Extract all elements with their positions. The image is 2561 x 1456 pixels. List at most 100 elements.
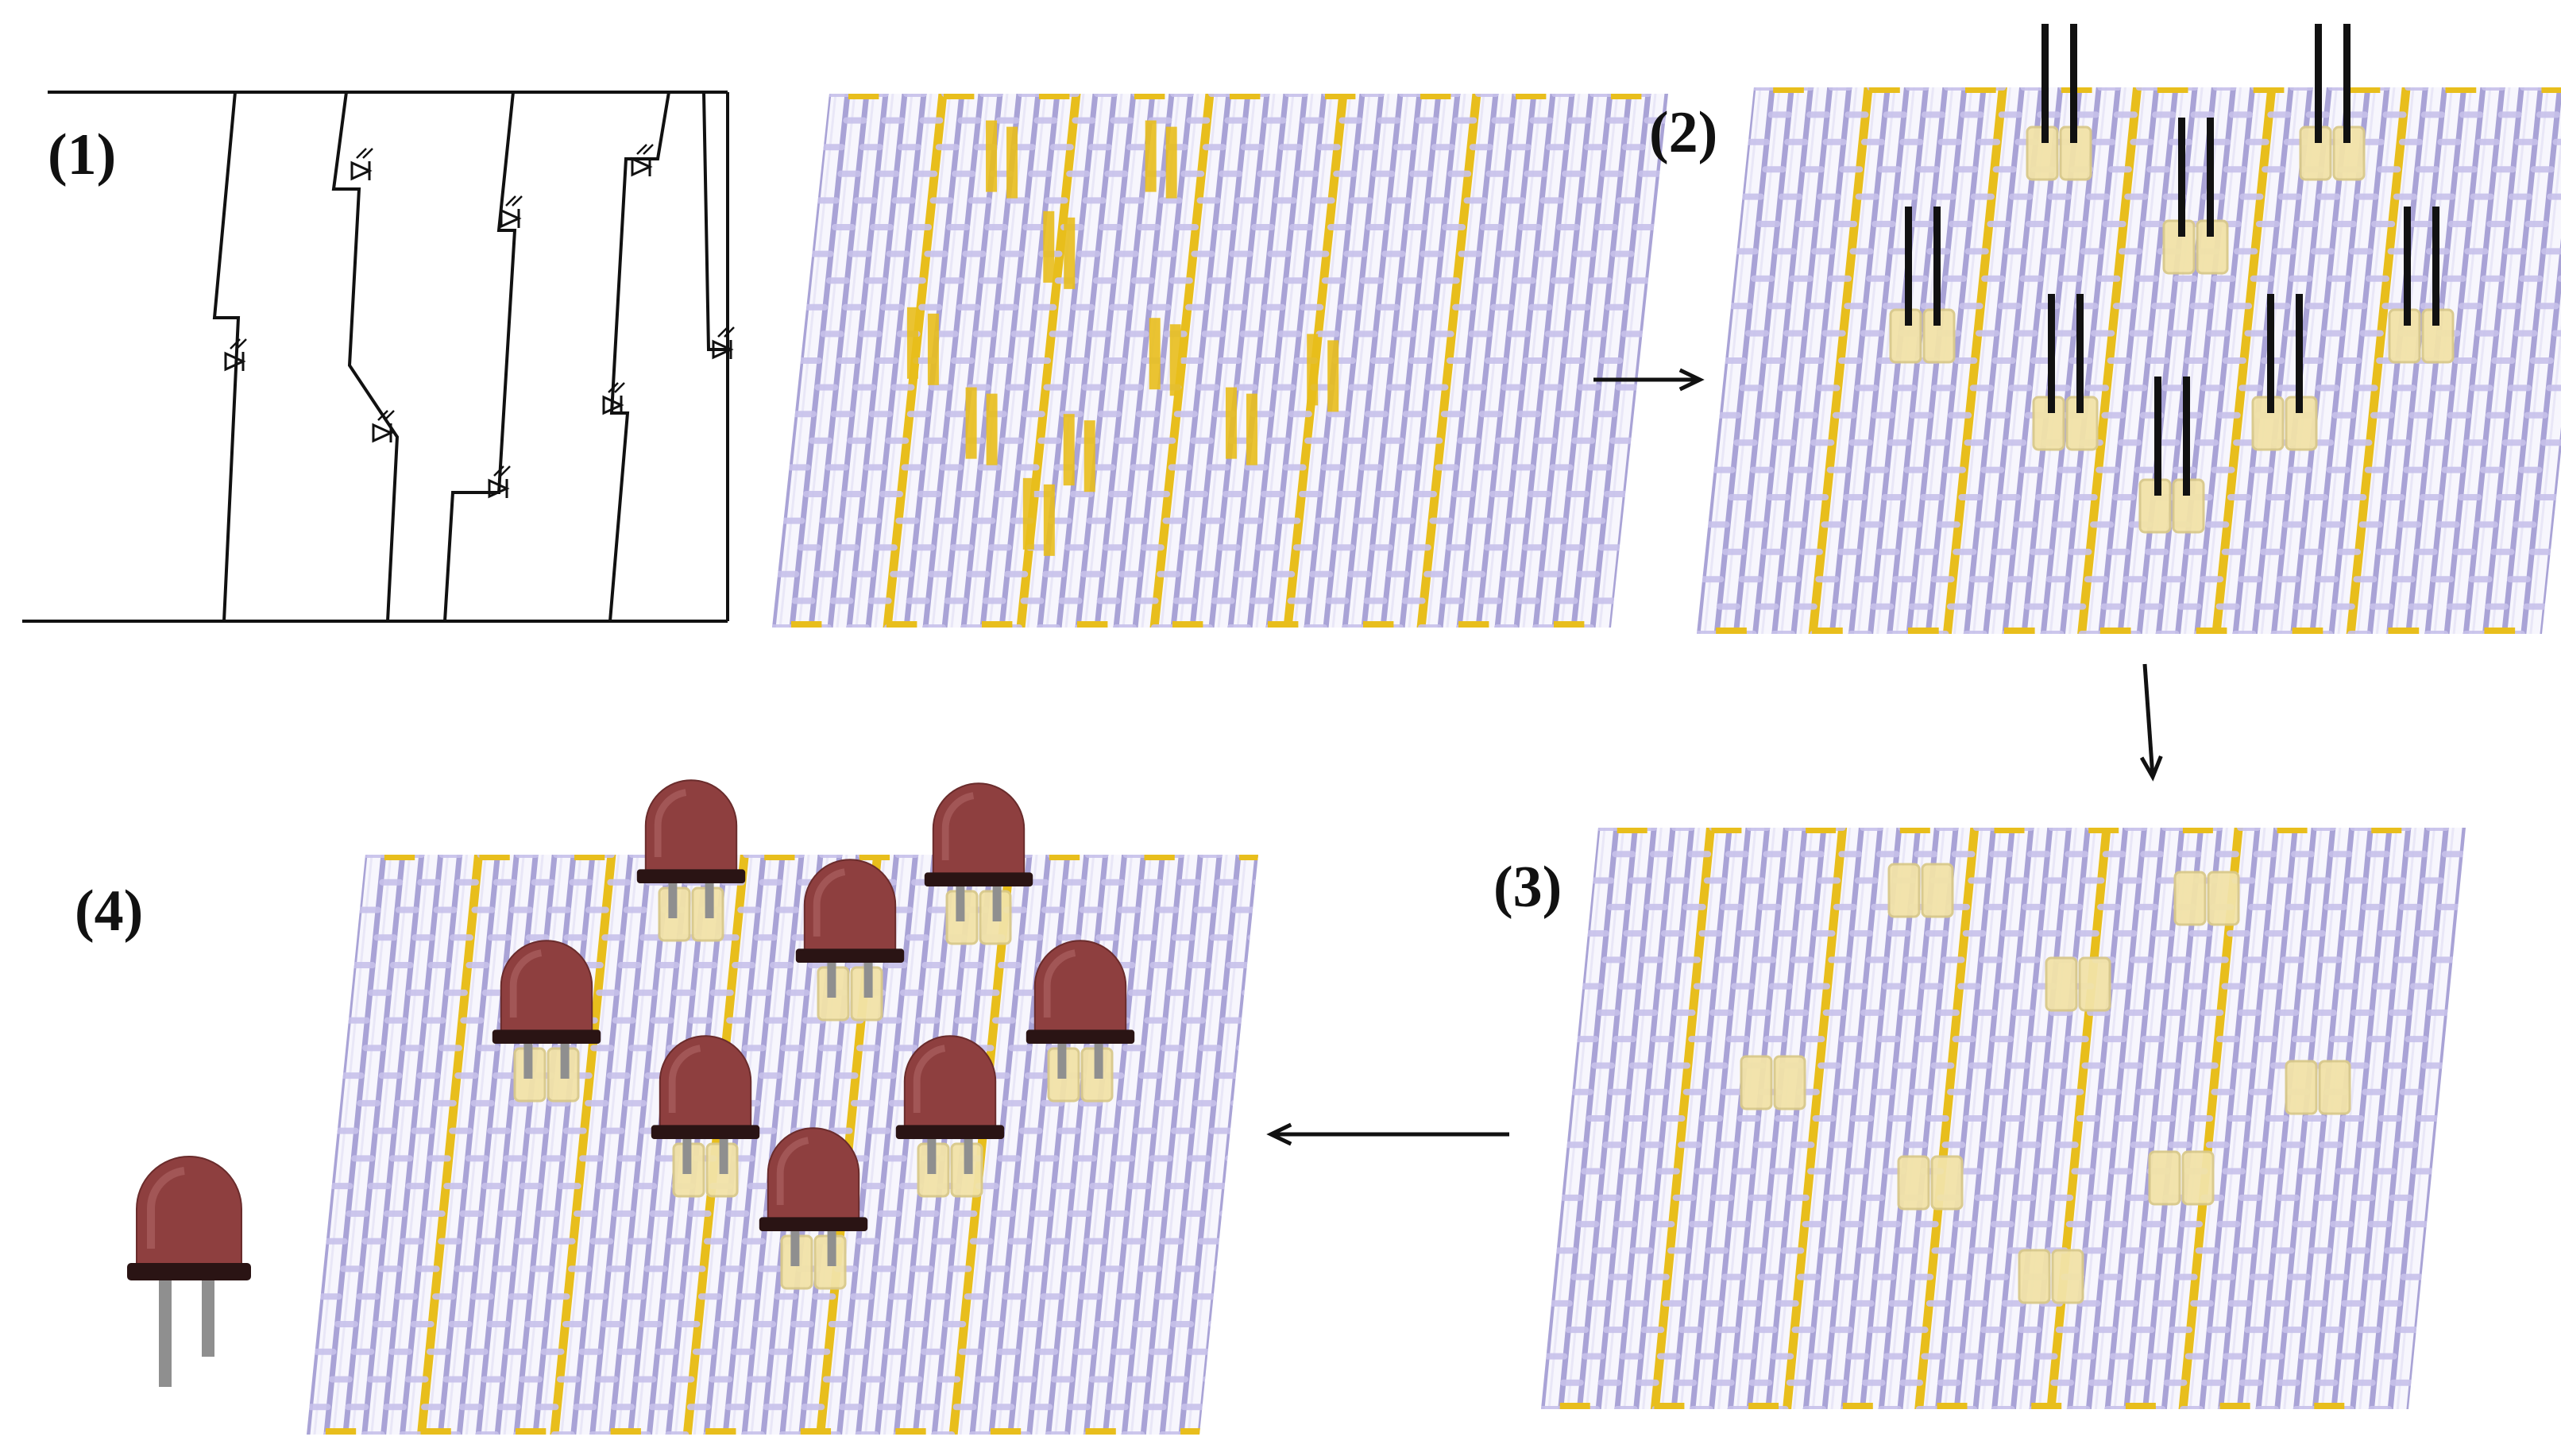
- weave-node: [2319, 1141, 2343, 1149]
- weave-node: [2320, 1327, 2343, 1334]
- weave-node: [937, 1376, 961, 1383]
- weave-node: [758, 1072, 782, 1079]
- weave-node: [1943, 87, 1968, 91]
- weave-node: [1162, 517, 1187, 524]
- weave-node: [2343, 494, 2367, 500]
- weave-node: [946, 224, 970, 230]
- weave-node: [670, 1376, 695, 1383]
- fabric-with-wire-pins: [1697, 24, 2561, 634]
- weave-node: [2211, 466, 2235, 473]
- weave-node: [1762, 166, 1787, 173]
- weave-node: [1608, 1273, 1632, 1280]
- weave-node: [1007, 1238, 1032, 1245]
- weave-node: [1591, 1062, 1616, 1069]
- weave-node: [1544, 330, 1569, 338]
- weave-node: [1941, 466, 1966, 473]
- weave-node: [1132, 1320, 1157, 1327]
- weave-node: [2513, 330, 2538, 337]
- weave-node: [1804, 494, 1829, 500]
- weave-node: [2215, 851, 2239, 858]
- weave-node: [2096, 275, 2121, 282]
- weave-node: [318, 1293, 342, 1300]
- thread-highlight: [996, 855, 1058, 1435]
- weave-node: [2393, 956, 2418, 964]
- weave-node: [1414, 303, 1439, 311]
- weave-node: [1024, 1072, 1049, 1079]
- weave-node: [2318, 956, 2343, 964]
- led-leg: [159, 1280, 172, 1387]
- weave-node: [497, 1210, 522, 1217]
- weave-node: [956, 303, 981, 311]
- weave-node: [1577, 384, 1601, 391]
- weave-node: [1729, 303, 1753, 310]
- weave-node: [2097, 87, 2122, 91]
- weave-node: [438, 1238, 462, 1245]
- weave-node: [2124, 193, 2149, 200]
- weave-node: [432, 1293, 457, 1300]
- weave-node: [2547, 193, 2561, 200]
- connector-pad: [780, 1234, 847, 1290]
- led-leg: [1094, 1044, 1103, 1079]
- weave-node: [2513, 521, 2537, 528]
- weave-node: [2057, 275, 2083, 282]
- fabric-thread: [323, 855, 388, 1435]
- weave-node: [1850, 1115, 1874, 1122]
- weave-node: [687, 1210, 712, 1217]
- weave-node: [2262, 166, 2286, 173]
- weave-node: [1926, 1300, 1950, 1307]
- edge-tick: [1180, 1428, 1211, 1435]
- weave-node: [1377, 117, 1401, 124]
- weave-node: [818, 1045, 843, 1052]
- weave-node: [1778, 193, 1803, 200]
- edge-tick: [1806, 828, 1837, 833]
- weave-node: [709, 1376, 733, 1383]
- weave-node: [1640, 1141, 1664, 1149]
- weave-node: [2347, 631, 2372, 634]
- edge-tick: [1268, 621, 1299, 628]
- conductive-segment: [1064, 217, 1076, 289]
- weave-node: [1833, 1088, 1858, 1095]
- weave-node: [2064, 221, 2088, 227]
- weave-node: [1953, 548, 1977, 555]
- weave-node: [2084, 576, 2109, 583]
- weave-node: [905, 934, 929, 941]
- weave-node: [1501, 197, 1526, 204]
- weave-node: [839, 1404, 863, 1411]
- weave-node: [553, 855, 577, 858]
- fabric-thread: [1083, 855, 1147, 1435]
- weave-node: [1790, 1141, 1815, 1149]
- weave-node: [910, 1265, 934, 1273]
- led-rim: [1026, 1029, 1135, 1044]
- circuit-branch: [331, 91, 400, 622]
- led-shine: [146, 1167, 185, 1249]
- weave-node: [1452, 303, 1477, 311]
- weave-node: [1667, 1247, 1691, 1254]
- weave-node: [1153, 1293, 1178, 1300]
- weave-node: [1423, 570, 1448, 577]
- weave-node: [1550, 277, 1574, 284]
- weave-node: [2367, 1221, 2392, 1228]
- weave-node: [2151, 303, 2176, 310]
- weave-node: [389, 962, 414, 969]
- weave-node: [1788, 466, 1813, 473]
- weave-node: [2215, 1036, 2240, 1043]
- weave-node: [395, 1099, 419, 1106]
- conductive-track: [549, 855, 617, 1435]
- weave-node: [2277, 193, 2302, 200]
- weave-node: [1173, 411, 1198, 418]
- weave-node: [2474, 330, 2499, 337]
- weave-node: [1838, 851, 1863, 858]
- weave-node: [410, 1320, 435, 1327]
- weave-node: [2146, 166, 2171, 173]
- weave-node: [1833, 221, 1858, 227]
- weave-node: [1151, 624, 1175, 628]
- edge-tick: [1134, 94, 1165, 99]
- weave-node: [888, 1293, 912, 1300]
- weave-node: [1209, 934, 1234, 941]
- weave-node: [443, 989, 468, 996]
- weave-node: [1703, 877, 1728, 884]
- weave-node: [1952, 1036, 1976, 1043]
- thread-highlight: [540, 855, 602, 1435]
- weave-node: [442, 1376, 467, 1383]
- weave-node: [1576, 570, 1601, 577]
